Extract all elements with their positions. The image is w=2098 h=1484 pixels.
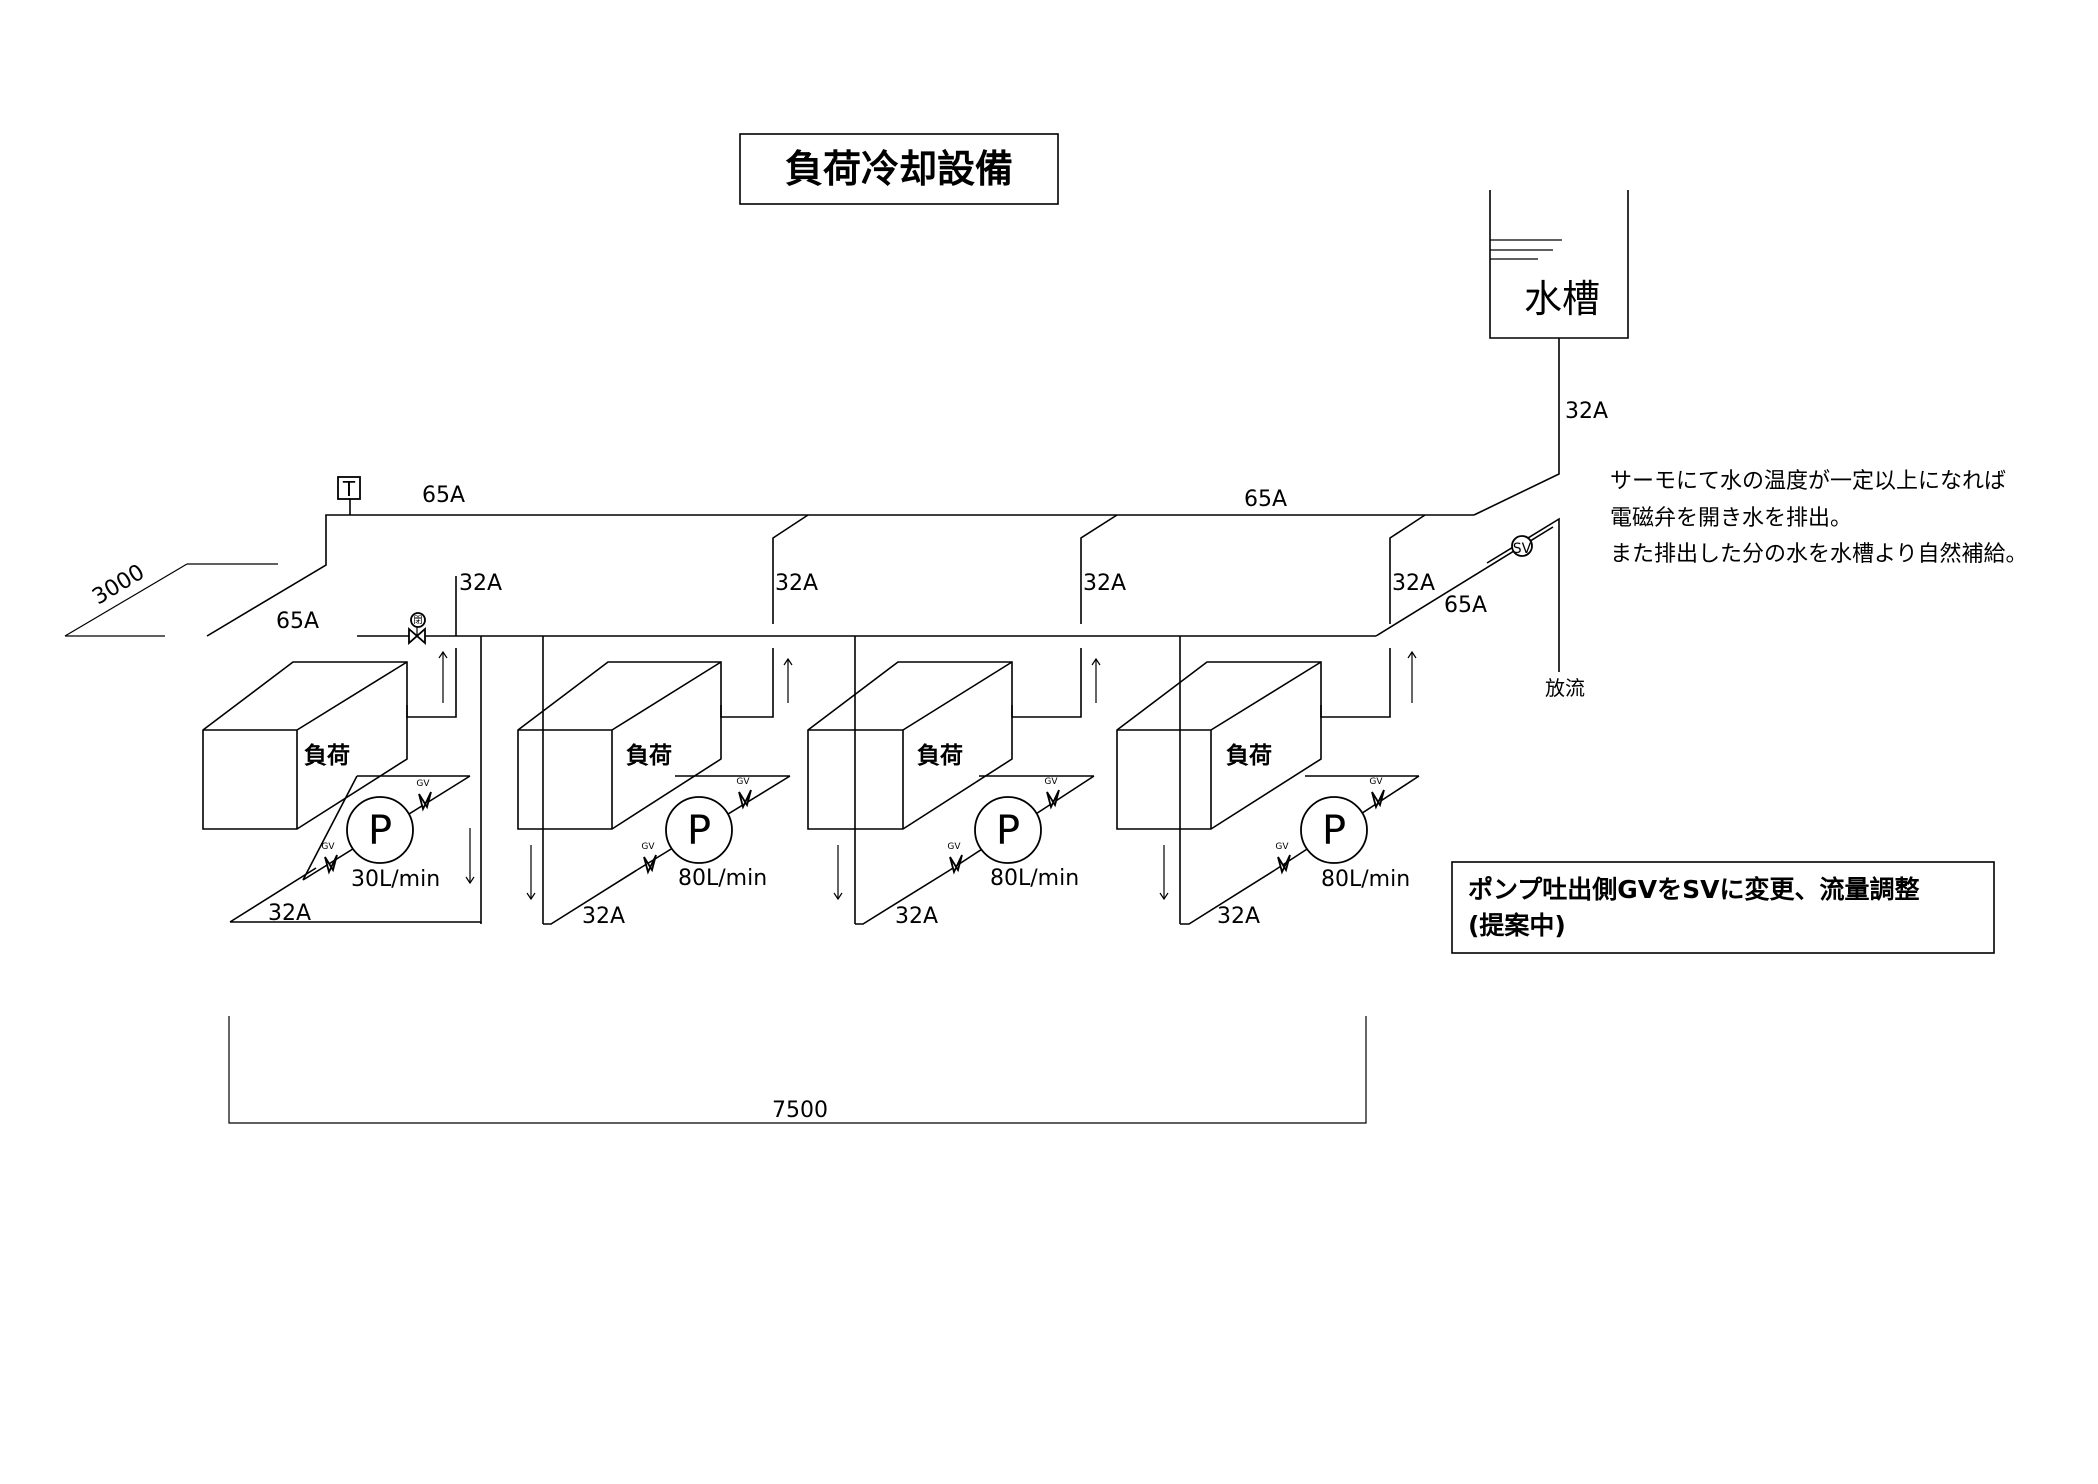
dimension-depth: 3000 [88, 560, 149, 610]
top-header-pipe: 65A 65A 65A [206, 483, 1474, 637]
closed-valve-riser: 32A 閉 [408, 571, 502, 645]
discharge-label: 放流 [1545, 676, 1585, 700]
proposal-note-box: ポンプ吐出側GVをSVに変更、流量調整 (提案中) [1451, 861, 1995, 954]
pipe-label-header-right: 65A [1244, 487, 1287, 512]
thermostat-label: T [342, 477, 356, 501]
load-label: 負荷 [626, 742, 672, 769]
solenoid-valve-discharge: SV 放流 [1486, 517, 1585, 700]
width-dimension: 7500 [228, 1016, 1367, 1124]
load-unit-1: 負荷 32A P GV GV 30L/min [202, 636, 482, 926]
pipe-label-return: 32A [268, 901, 311, 926]
pipe-label-return: 32A [1217, 904, 1260, 929]
solenoid-valve-label: SV [1513, 541, 1532, 557]
pipe-label-riser-0: 32A [459, 571, 502, 596]
thermostat-note: サーモにて水の温度が一定以上になれば 電磁弁を開き水を排出。 また排出した分の水… [1610, 469, 2028, 567]
riser-pipe-2: 32A [1080, 514, 1126, 624]
pipe-label-riser-2: 32A [1083, 571, 1126, 596]
pipe-label-return: 32A [895, 904, 938, 929]
valve-label: GV [321, 842, 335, 852]
proposal-line: ポンプ吐出側GVをSVに変更、流量調整 [1468, 875, 1919, 904]
pipe-label-header-left: 65A [422, 483, 465, 508]
valve-label: GV [1369, 777, 1383, 787]
load-unit-3: 負荷 32A P GV GV 80L/min [807, 636, 1101, 929]
pump-label: P [368, 808, 392, 854]
water-tank: 水槽 [1489, 190, 1629, 339]
pump-label: P [687, 808, 711, 854]
pipe-label-right-branch: 65A [1444, 593, 1487, 618]
load-label: 負荷 [917, 742, 963, 769]
pipe-label-tank-drop: 32A [1565, 399, 1608, 424]
title-box: 負荷冷却設備 [739, 133, 1059, 205]
depth-dimension: 3000 [64, 560, 278, 637]
valve-label: GV [947, 842, 961, 852]
valve-label: GV [416, 779, 430, 789]
flow-label: 80L/min [990, 866, 1079, 891]
valve-label: GV [641, 842, 655, 852]
note-line: 電磁弁を開き水を排出。 [1610, 506, 1852, 531]
pump-label: P [1322, 808, 1346, 854]
tank-drop-pipe: 32A [1473, 338, 1608, 516]
load-unit-2: 負荷 32A P GV GV 80L/min [517, 636, 793, 929]
load-unit-4: 負荷 32A P GV GV 80L/min [1116, 636, 1420, 929]
page-title: 負荷冷却設備 [785, 147, 1013, 191]
pump-label: P [996, 808, 1020, 854]
bottom-header-pipe [357, 526, 1554, 637]
note-line: また排出した分の水を水槽より自然補給。 [1610, 542, 2028, 567]
tank-label: 水槽 [1524, 277, 1600, 321]
load-label: 負荷 [1226, 742, 1272, 769]
note-line: サーモにて水の温度が一定以上になれば [1610, 469, 2006, 494]
pipe-label-riser-3: 32A [1392, 571, 1435, 596]
flow-label: 30L/min [351, 867, 440, 892]
flow-label: 80L/min [678, 866, 767, 891]
flow-label: 80L/min [1321, 867, 1410, 892]
load-label: 負荷 [304, 742, 350, 769]
proposal-line: (提案中) [1468, 911, 1566, 940]
valve-label: GV [1275, 842, 1289, 852]
pipe-label-return: 32A [582, 904, 625, 929]
valve-label: GV [1044, 777, 1058, 787]
pipe-label-riser-1: 32A [775, 571, 818, 596]
riser-pipe-3: 32A [1389, 514, 1435, 624]
pipe-label-left-branch: 65A [276, 609, 319, 634]
thermostat-sensor: T [337, 476, 361, 515]
closed-valve-label: 閉 [413, 615, 422, 626]
dimension-width: 7500 [772, 1098, 828, 1123]
valve-label: GV [736, 777, 750, 787]
riser-pipe-1: 32A [772, 514, 818, 624]
